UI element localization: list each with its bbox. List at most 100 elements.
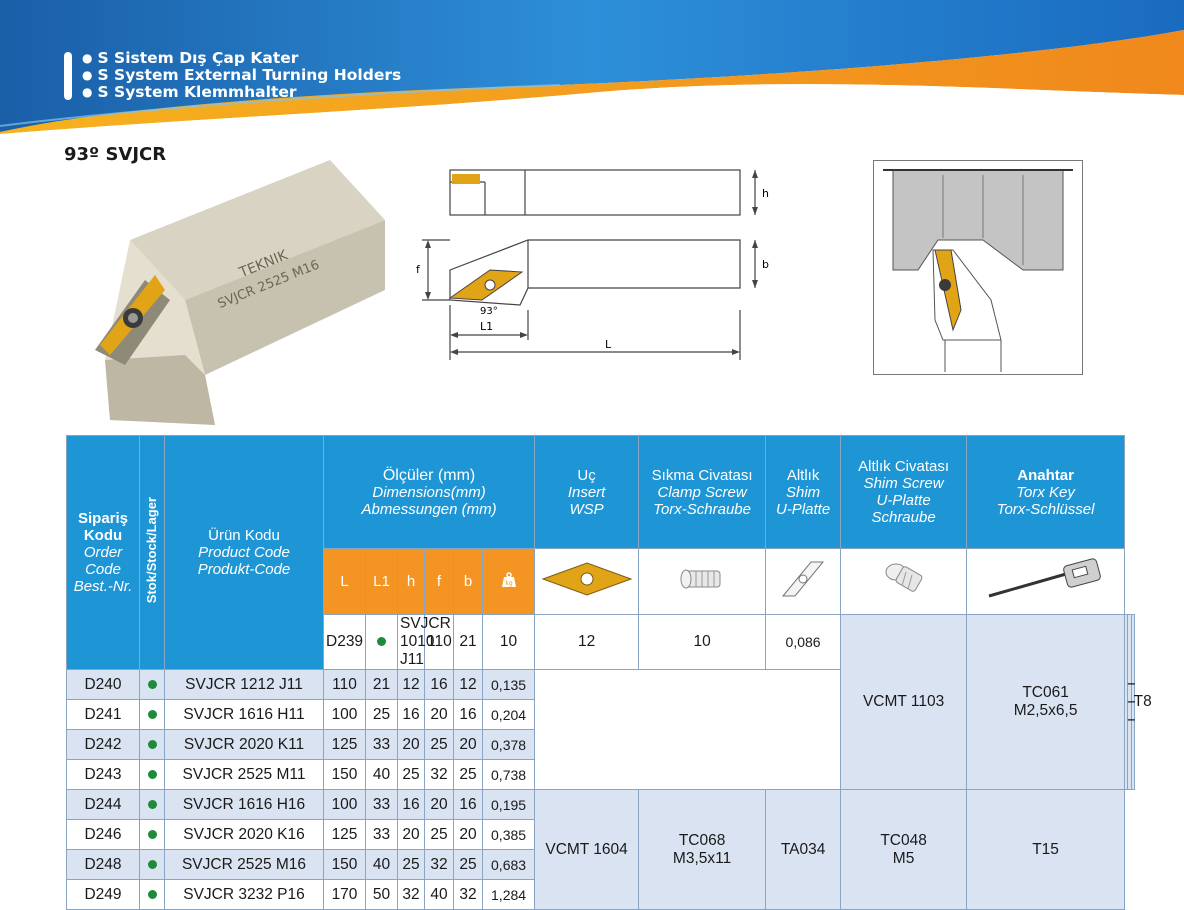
tool-holder-3d-image: TEKNIK SVJCR 2525 M16 [95,160,385,425]
dim-b: 12 [453,669,483,700]
dim-f: 20 [424,789,454,820]
dim-h: 20 [397,819,425,850]
weight: 0,738 [481,759,536,790]
dim-b: 20 [453,819,483,850]
stock-status [139,669,165,700]
in-stock-dot [147,859,157,869]
dim-f: 20 [424,699,454,730]
headline-en: S System External Turning Holders [82,67,401,84]
weight: 0,204 [481,699,536,730]
stock-status [139,879,165,910]
torx-key-code: T15 [966,789,1126,910]
spec-table: Sipariş Kodu Order Code Best.-Nr. Stok/S… [66,435,1152,910]
weight: 0,086 [765,614,842,670]
order-code: D241 [66,699,140,730]
col-f-header: f [424,548,454,615]
order-code: D246 [66,819,140,850]
application-view-image [873,160,1083,375]
dim-b: 16 [453,699,483,730]
dim-f: 32 [424,759,454,790]
dim-l: 125 [323,729,366,760]
shim-screw-image-cell [840,548,968,615]
product-code: SVJCR 2020 K11 [164,729,324,760]
torx-key-header: Anahtar Torx Key Torx-Schlüssel [966,435,1126,549]
col-l-header: L [323,548,366,615]
stock-status [365,614,398,670]
table-row: D246 SVJCR 2020 K16 125 33 20 25 20 0,38… [66,819,1135,850]
col-l1-header: L1 [365,548,398,615]
product-code: SVJCR 2525 M11 [164,759,324,790]
order-code: D249 [66,879,140,910]
dim-h-label: h [762,187,769,200]
table-row: D244 SVJCR 1616 H16 100 33 16 20 16 0,19… [66,789,1135,910]
shim-code: TA034 [765,789,842,910]
order-code-header: Sipariş Kodu Order Code Best.-Nr. [66,435,140,670]
order-code: D240 [66,669,140,700]
dim-l: 125 [323,819,366,850]
dim-f: 40 [424,879,454,910]
headline-bar [64,52,72,100]
dim-h: 25 [397,759,425,790]
dim-h: 32 [397,879,425,910]
dim-l: 150 [323,759,366,790]
order-code: D244 [66,789,140,820]
weight-icon: kg [501,571,516,587]
product-code: SVJCR 1616 H16 [164,789,324,820]
clamp-screw-image-cell [638,548,767,615]
dim-l1: 21 [453,614,483,670]
weight: 0,195 [481,789,536,820]
dim-l1: 50 [365,879,398,910]
shim-code: --- [1124,614,1132,790]
weight: 0,385 [481,819,536,850]
dim-l: 100 [323,789,366,820]
in-stock-dot [147,739,157,749]
shim-screw-header: Altlık Civatası Shim Screw U-Platte Schr… [840,435,968,549]
dim-h: 16 [397,699,425,730]
dim-l1: 33 [365,789,398,820]
in-stock-dot [147,679,157,689]
dim-l1: 33 [365,819,398,850]
dim-h: 20 [397,729,425,760]
catalog-headline: S Sistem Dış Çap Kater S System External… [64,50,401,101]
dimension-drawing: f h b L1 L 93° [416,169,769,360]
svg-text:kg: kg [505,580,512,587]
dim-h: 16 [397,789,425,820]
dim-b: 16 [453,789,483,820]
dim-l1: 33 [365,729,398,760]
clamp-screw-header: Sıkma Civatası Clamp Screw Torx-Schraube [638,435,767,549]
dim-h: 12 [397,669,425,700]
stock-header: Stok/Stock/Lager [139,435,165,670]
product-code-header: Ürün Kodu Product Code Produkt-Code [164,435,324,670]
product-code: SVJCR 1616 H11 [164,699,324,730]
dim-b: 20 [453,729,483,760]
table-row: D240 SVJCR 1212 J11 110 21 12 16 12 0,13… [66,669,1135,700]
order-code: D242 [66,729,140,760]
table-row: D242 SVJCR 2020 K11 125 33 20 25 20 0,37… [66,729,1135,760]
stock-status [139,699,165,730]
dim-f-label: f [416,263,421,276]
product-code: SVJCR 3232 P16 [164,879,324,910]
dimensions-header: Ölçüler (mm) Dimensions(mm) Abmessungen … [322,435,536,549]
in-stock-dot [147,889,157,899]
dim-f: 25 [424,729,454,760]
stock-status [139,759,165,790]
stock-status [139,819,165,850]
dim-f: 25 [424,819,454,850]
dim-l1: 25 [365,699,398,730]
col-weight-header: kg [481,548,536,615]
insert-code: VCMT 1103 [840,614,968,790]
shim-header: Altlık Shim U-Platte [765,435,842,549]
shim-screw-icon [885,563,923,592]
torx-key-code: T8 [1130,614,1152,790]
order-code: D243 [66,759,140,790]
insert-code: VCMT 1604 [534,789,640,910]
table-row: D239 SVJCR 1010 J11 110 21 10 12 10 0,08… [67,614,1152,790]
dim-h: 10 [481,614,536,670]
table-row: D243 SVJCR 2525 M11 150 40 25 32 25 0,73… [66,759,1135,790]
dim-l1: 21 [365,669,398,700]
stock-status [139,789,165,820]
dim-f: 12 [534,614,640,670]
product-code: SVJCR 1010 J11 [397,614,451,670]
torx-key-image-cell [966,548,1126,615]
dim-b: 25 [453,759,483,790]
